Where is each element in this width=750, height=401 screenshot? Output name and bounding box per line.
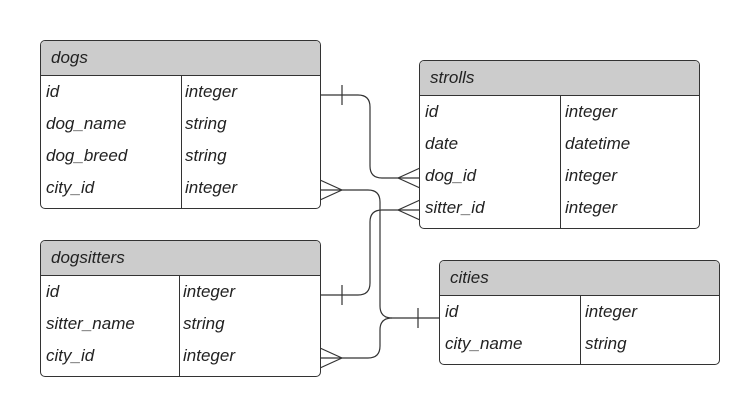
- column-type: integer: [183, 346, 235, 365]
- column-type: integer: [183, 282, 235, 301]
- column-name: sitter_name: [46, 314, 135, 333]
- link-dogs-id-strolls-dog-id: [320, 94, 420, 179]
- link-cities-id-dogs-city-id: [320, 189, 440, 319]
- column-name: date: [425, 134, 459, 153]
- column-divider: [560, 96, 561, 228]
- column-type: integer: [565, 198, 617, 217]
- column-name: id: [46, 82, 60, 101]
- column-name: sitter_id: [425, 198, 485, 217]
- column-row: dog_id integer: [420, 160, 699, 192]
- entity-dogs[interactable]: dogs id integer dog_name string dog_bree…: [40, 40, 321, 209]
- column-type: integer: [565, 102, 617, 121]
- column-row: city_id integer: [41, 340, 320, 372]
- column-name: id: [425, 102, 439, 121]
- column-name: id: [445, 302, 459, 321]
- entity-dogsitters[interactable]: dogsitters id integer sitter_name string…: [40, 240, 321, 377]
- entity-title: strolls: [420, 61, 699, 96]
- column-name: id: [46, 282, 60, 301]
- entity-cities[interactable]: cities id integer city_name string: [439, 260, 720, 365]
- many-marker: [397, 199, 421, 221]
- column-row: sitter_name string: [41, 308, 320, 340]
- column-row: id integer: [420, 96, 699, 128]
- column-name: dog_id: [425, 166, 477, 185]
- column-name: city_id: [46, 346, 95, 365]
- column-divider: [179, 276, 180, 376]
- entity-title: cities: [440, 261, 719, 296]
- column-row: id integer: [41, 276, 320, 308]
- column-type: string: [585, 334, 627, 353]
- column-type: string: [185, 146, 227, 165]
- column-type: integer: [185, 178, 237, 197]
- column-row: sitter_id integer: [420, 192, 699, 224]
- column-row: dog_breed string: [41, 140, 320, 172]
- column-type: integer: [585, 302, 637, 321]
- link-dogsitters-id-strolls-sitter-id: [320, 209, 420, 296]
- column-type: string: [183, 314, 225, 333]
- column-divider: [580, 296, 581, 364]
- column-name: dog_name: [46, 114, 127, 133]
- column-row: id integer: [440, 296, 719, 328]
- entity-strolls[interactable]: strolls id integer date datetime dog_id …: [419, 60, 700, 229]
- entity-title: dogs: [41, 41, 320, 76]
- column-name: city_name: [445, 334, 523, 353]
- entity-title: dogsitters: [41, 241, 320, 276]
- column-row: dog_name string: [41, 108, 320, 140]
- link-cities-id-dogsitters-city-id: [320, 317, 393, 359]
- column-type: string: [185, 114, 227, 133]
- column-row: city_id integer: [41, 172, 320, 204]
- column-type: datetime: [565, 134, 631, 153]
- many-marker: [397, 167, 421, 189]
- column-type: integer: [565, 166, 617, 185]
- column-row: city_name string: [440, 328, 719, 360]
- many-marker: [319, 347, 343, 369]
- column-row: id integer: [41, 76, 320, 108]
- column-name: city_id: [46, 178, 95, 197]
- column-row: date datetime: [420, 128, 699, 160]
- column-divider: [181, 76, 182, 208]
- column-type: integer: [185, 82, 237, 101]
- many-marker: [319, 179, 343, 201]
- column-name: dog_breed: [46, 146, 128, 165]
